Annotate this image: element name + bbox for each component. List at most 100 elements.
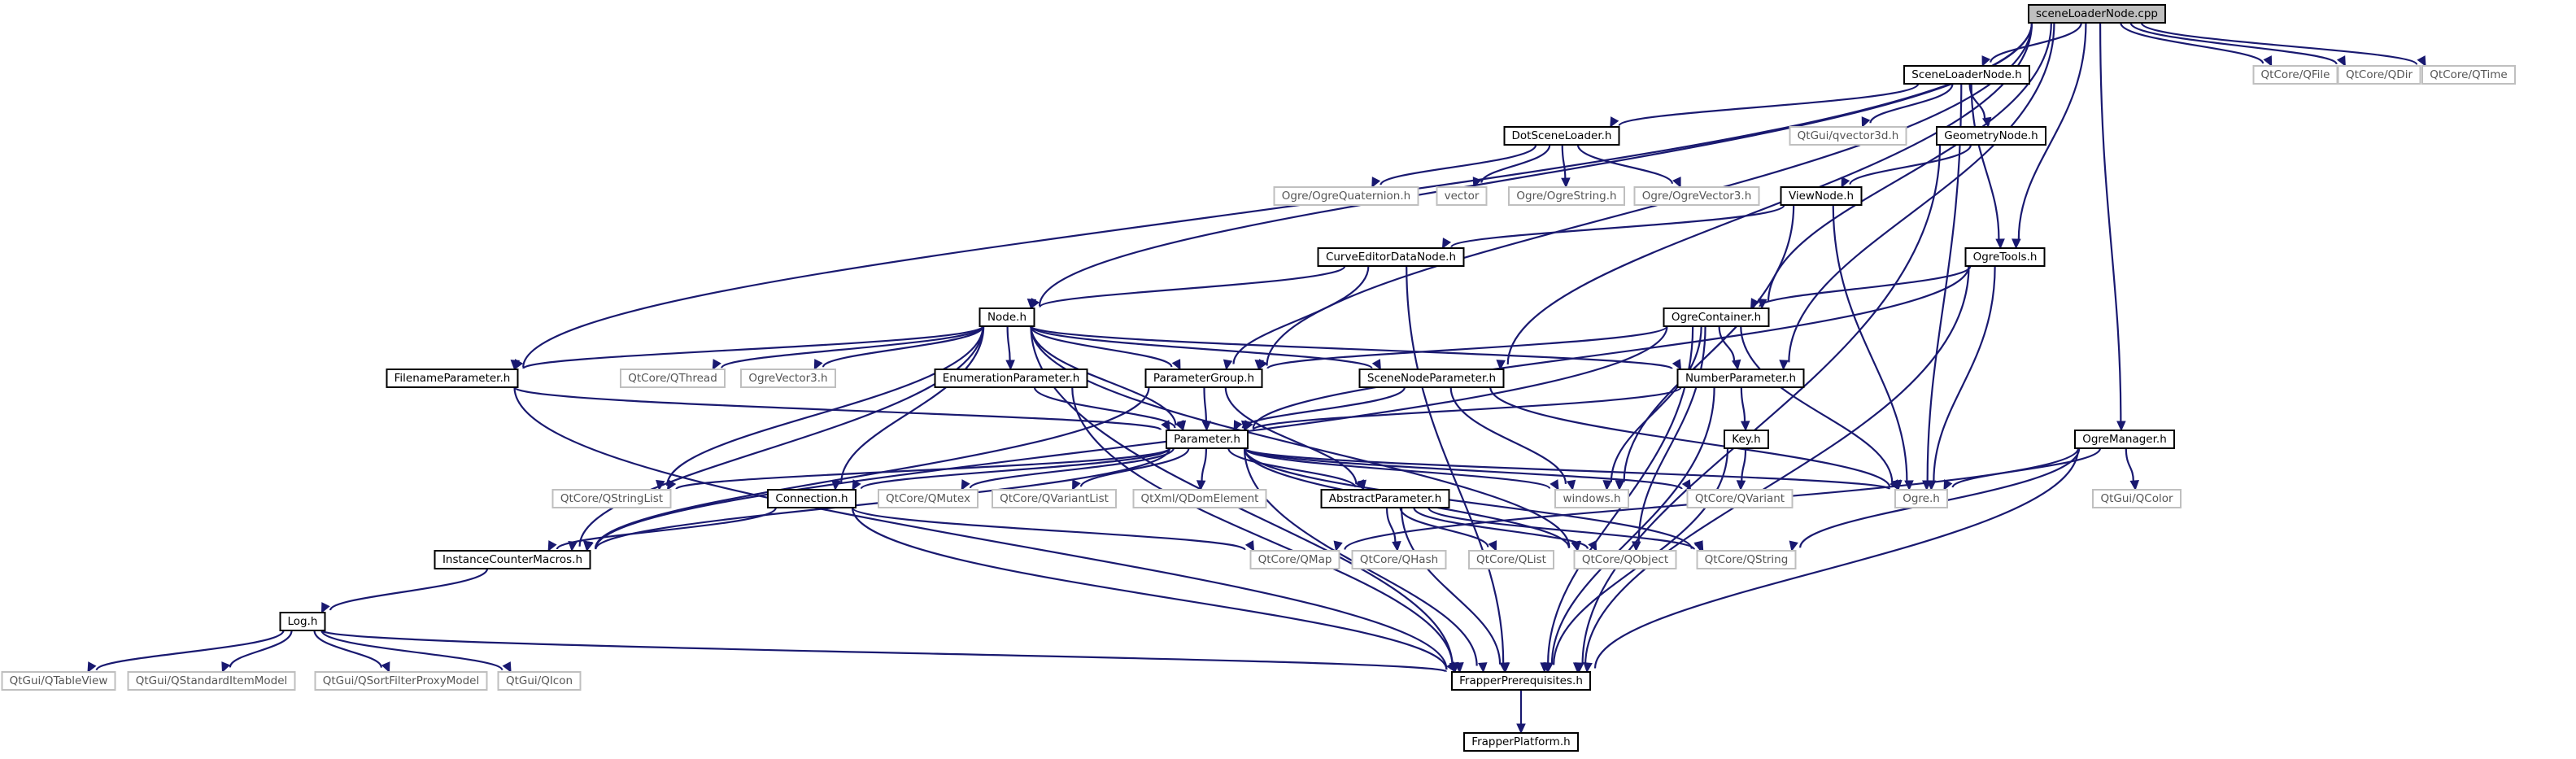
node-geometry-node-h[interactable]: GeometryNode.h	[1936, 126, 2046, 146]
node-node-h[interactable]: Node.h	[979, 308, 1035, 327]
node-label: FrapperPlatform.h	[1471, 735, 1570, 748]
edge-line	[822, 325, 984, 368]
node-label: OgreVector3.h	[748, 372, 827, 385]
edge-line	[1030, 325, 1373, 369]
edge-line	[1759, 265, 1972, 308]
edge-line	[1030, 325, 1673, 370]
edge-line	[522, 325, 984, 370]
edge-arrowhead	[221, 661, 231, 674]
node-label: QtCore/QVariantList	[1000, 492, 1109, 505]
edge-arrowhead	[1478, 662, 1488, 674]
node-label: vector	[1445, 190, 1480, 203]
edge-line	[721, 325, 984, 369]
node-box	[1451, 671, 1591, 691]
node-ogre-tools-h[interactable]: OgreTools.h	[1964, 247, 2046, 267]
edge-arrowhead	[1472, 177, 1482, 189]
node-instance-counter-macros-h[interactable]: InstanceCounterMacros.h	[434, 550, 591, 569]
edge-line	[1480, 144, 1551, 183]
node-box	[620, 369, 726, 388]
edge-log-h-to-frapper-prerequisites-h	[320, 629, 1456, 674]
edge-arrowhead	[381, 661, 390, 674]
edge-abstract-parameter-h-to-qtcore-qhash	[1385, 507, 1401, 552]
edge-line	[1990, 22, 2082, 63]
node-key-h[interactable]: Key.h	[1724, 430, 1769, 449]
node-label: QtCore/QString	[1705, 553, 1789, 566]
node-box	[1249, 550, 1340, 569]
edge-arrowhead	[1750, 298, 1760, 310]
edge-ogre-container-h-to-parameter-group-h	[1257, 325, 1668, 371]
node-label: InstanceCounterMacros.h	[442, 553, 582, 566]
edge-scene-loader-node-h-to-qtgui-qvector3d-h	[1861, 83, 1954, 129]
edge-node-h-to-qtcore-qthread	[712, 325, 984, 371]
node-filename-parameter-h[interactable]: FilenameParameter.h	[386, 369, 519, 388]
node-ogre-container-h[interactable]: OgreContainer.h	[1663, 308, 1770, 327]
node-enumeration-parameter-h[interactable]: EnumerationParameter.h	[934, 369, 1088, 388]
node-label: Connection.h	[775, 492, 848, 505]
edge-scene-loader-node-h-to-geometry-node-h	[1968, 83, 1992, 129]
node-label: QtGui/QStandardItemModel	[136, 674, 288, 687]
edge-scene-loader-node-cpp-to-scene-node-parameter-h	[1496, 22, 2033, 371]
node-parameter-h[interactable]: Parameter.h	[1166, 430, 1249, 449]
node-log-h[interactable]: Log.h	[279, 612, 326, 631]
node-label: ViewNode.h	[1789, 190, 1854, 203]
edge-arrowhead	[1223, 359, 1233, 371]
node-parameter-group-h[interactable]: ParameterGroup.h	[1144, 369, 1263, 388]
edge-connection-h-to-instance-counter-macros-h	[547, 507, 777, 552]
node-box	[1273, 186, 1419, 206]
edge-line	[1030, 325, 1571, 547]
edge-node-h-to-filename-parameter-h	[513, 325, 984, 371]
node-label: SceneLoaderNode.h	[1911, 68, 2021, 81]
node-label: Ogre/OgreVector3.h	[1642, 190, 1752, 203]
edge-arrowhead	[1861, 116, 1871, 129]
edge-line	[1243, 447, 1693, 549]
node-dot-scene-loader-h[interactable]: DotSceneLoader.h	[1503, 126, 1620, 146]
node-view-node-h[interactable]: ViewNode.h	[1780, 186, 1863, 206]
edge-scene-node-parameter-h-to-parameter-h	[1233, 386, 1406, 432]
edge-arrowhead	[1233, 420, 1243, 432]
node-abstract-parameter-h[interactable]: AbstractParameter.h	[1320, 489, 1450, 508]
node-label: DotSceneLoader.h	[1512, 129, 1612, 142]
edge-scene-loader-node-cpp-to-qtcore-qfile	[2120, 22, 2273, 68]
edge-ogre-tools-h-to-frapper-prerequisites-h	[1575, 265, 1970, 674]
node-box	[1663, 308, 1770, 327]
node-box	[1463, 732, 1579, 752]
edge-filename-parameter-h-to-parameter-h	[513, 386, 1170, 432]
node-scene-loader-node-cpp[interactable]: sceneLoaderNode.cpp	[2028, 4, 2166, 24]
edge-log-h-to-qtgui-qstandarditemmodel	[221, 630, 293, 674]
edge-arrowhead	[1602, 480, 1612, 491]
edge-arrowhead	[1981, 116, 1992, 129]
edge-arrowhead	[712, 359, 721, 371]
edge-arrowhead	[1371, 359, 1381, 371]
edge-line	[522, 22, 2033, 368]
node-label: QtGui/QColor	[2100, 492, 2173, 505]
node-number-parameter-h[interactable]: NumberParameter.h	[1676, 369, 1805, 388]
edge-arrowhead	[1588, 540, 1597, 552]
node-frapper-prerequisites-h[interactable]: FrapperPrerequisites.h	[1451, 671, 1591, 691]
node-label: QtCore/QList	[1476, 553, 1546, 566]
edge-line	[1227, 447, 1357, 488]
edge-line	[1030, 325, 1177, 425]
edge-line	[666, 325, 984, 486]
node-scene-node-parameter-h[interactable]: SceneNodeParameter.h	[1358, 369, 1505, 388]
edge-arrowhead	[1371, 177, 1381, 189]
node-scene-loader-node-h[interactable]: SceneLoaderNode.h	[1903, 65, 2030, 85]
edge-line	[320, 630, 503, 671]
node-box	[740, 369, 836, 388]
node-connection-h[interactable]: Connection.h	[767, 489, 856, 508]
edge-node-h-to-scene-node-parameter-h	[1030, 325, 1381, 371]
node-label: QtCore/QFile	[2261, 68, 2330, 81]
edge-node-h-to-connection-h	[831, 325, 985, 491]
node-qtxml-qdomelement: QtXml/QDomElement	[1132, 489, 1267, 508]
edge-line	[1718, 325, 1736, 361]
edge-arrowhead	[961, 479, 970, 491]
edge-line	[1385, 507, 1397, 543]
edge-dot-scene-loader-h-to-ogre-quaternion-h	[1371, 144, 1537, 189]
node-frapper-platform-h[interactable]: FrapperPlatform.h	[1463, 732, 1579, 752]
node-curve-editor-data-node-h[interactable]: CurveEditorDataNode.h	[1317, 247, 1465, 267]
node-box	[1468, 550, 1554, 569]
edge-arrowhead	[1736, 480, 1746, 491]
node-ogre-manager-h[interactable]: OgreManager.h	[2074, 430, 2175, 449]
edge-dot-scene-loader-h-to-ogre-vector3-h	[1576, 144, 1681, 189]
edge-line	[1832, 204, 1908, 482]
edge-arrowhead	[1995, 238, 2005, 250]
